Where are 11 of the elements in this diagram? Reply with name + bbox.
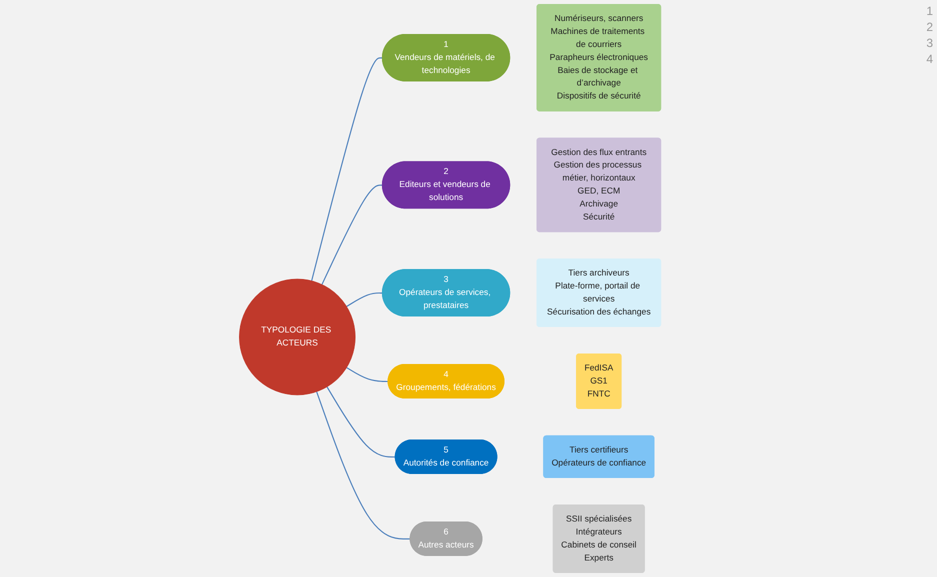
connector (346, 292, 382, 307)
number-label: 1 (926, 4, 933, 18)
connector (311, 57, 382, 281)
number-label: 2 (926, 20, 933, 34)
node-circle: TYPOLOGIE DES ACTEURS (238, 278, 356, 396)
connector (321, 184, 382, 285)
number-label: 3 (926, 36, 933, 50)
connector (326, 386, 396, 458)
number-label: 4 (926, 52, 933, 66)
connector (316, 391, 410, 540)
connector (346, 367, 388, 382)
